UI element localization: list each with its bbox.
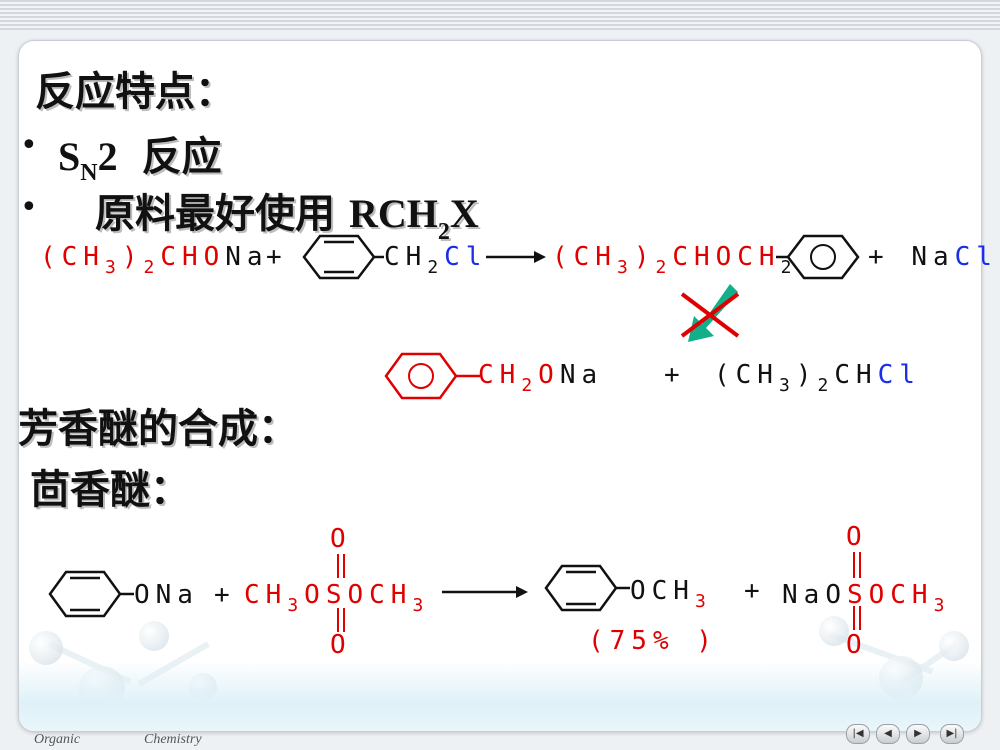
raw-material-text: 原料最好使用 xyxy=(95,191,349,237)
bullet-sn2: SN2 反应 xyxy=(58,124,222,187)
reaction3-oxo-bottom: O xyxy=(330,630,352,660)
r1-b: ) xyxy=(121,242,144,272)
benzene-ring-red-icon xyxy=(384,352,480,400)
top-stripe-bar xyxy=(0,0,1000,30)
bg-molecule-sphere xyxy=(29,631,63,665)
bz-cl: Cl xyxy=(444,242,488,272)
p1-sub2: 2 xyxy=(655,257,673,278)
p1-plus: + xyxy=(868,242,890,272)
reaction3-anisole: OCH3 xyxy=(630,576,712,617)
p1-sub3: 2 xyxy=(780,257,798,278)
nav-first-button[interactable]: |◀ xyxy=(846,724,870,744)
p1-b: ) xyxy=(633,242,656,272)
bg-molecule-sphere xyxy=(139,621,169,651)
r2-h-a: (CH xyxy=(714,360,779,390)
reaction-arrow-icon xyxy=(486,251,546,263)
benzene-ring-icon xyxy=(302,234,384,280)
r3-p-sub: 3 xyxy=(694,591,712,612)
p1-na: Na xyxy=(911,242,955,272)
reaction3-dimethyl-sulfate: CH3OSOCH3 xyxy=(244,580,429,621)
benzene-ring-icon xyxy=(776,234,860,280)
r3-b-na: Na xyxy=(782,580,826,610)
sn2-s: S xyxy=(58,134,81,179)
p1-c: CHOCH xyxy=(672,242,781,272)
reaction1-benzyl-chloride: CH2Cl xyxy=(384,242,487,283)
r3-s: S xyxy=(325,580,348,610)
r3-sub2: 3 xyxy=(412,595,430,616)
r3-b-c: OCH xyxy=(868,580,934,610)
formula-rch2x-a: RCH xyxy=(348,191,438,236)
reaction3-plus1: + xyxy=(214,580,236,610)
crossed-arrow-icon xyxy=(680,284,740,342)
heading-aromatic-ether-synthesis: 芳香醚的合成： xyxy=(18,406,298,452)
r1-c: CHO xyxy=(160,242,226,272)
r3-b-s: S xyxy=(846,580,869,610)
formula-rch2x-sub: 2 xyxy=(437,219,450,245)
double-bond-icon xyxy=(853,552,861,630)
heading-anisole: 茴香醚： xyxy=(30,467,190,513)
r2-a: CH xyxy=(478,360,522,390)
bz-sub: 2 xyxy=(427,257,445,278)
reaction3-oxo-top: O xyxy=(330,524,352,554)
r2-h-sub2: 2 xyxy=(817,375,835,396)
r3-b: O xyxy=(304,580,326,610)
p1-sub: 3 xyxy=(616,257,634,278)
reaction-arrow-icon xyxy=(442,586,528,598)
reaction1-reactant1: (CH3)2CHONa xyxy=(40,242,269,283)
r2-b: O xyxy=(538,360,560,390)
reaction1-product: (CH3)2CHOCH2 xyxy=(552,242,797,283)
reaction3-yield: (75% ) xyxy=(588,626,718,656)
nav-last-button[interactable]: ▶| xyxy=(940,724,964,744)
footer-right-label: Chemistry xyxy=(144,732,202,747)
bg-molecule-sphere xyxy=(939,631,969,661)
r2-h-c: CH xyxy=(834,360,878,390)
r1-sub2: 2 xyxy=(143,257,161,278)
r3-a: CH xyxy=(244,580,288,610)
bz-a: CH xyxy=(384,242,428,272)
r2-h-cl: Cl xyxy=(877,360,921,390)
r1-a: (CH xyxy=(40,242,105,272)
reaction3-byproduct-oxo-bottom: O xyxy=(846,630,868,660)
footer-left-label: Organic xyxy=(34,732,81,747)
sn2-num: 2 xyxy=(97,134,118,179)
r1-na: Na xyxy=(225,242,269,272)
sn2-sub: N xyxy=(80,160,98,186)
bullet-raw-material: 原料最好使用 RCH2X xyxy=(95,192,479,254)
formula-rch2x-b: X xyxy=(449,191,479,236)
r2-h-sub: 3 xyxy=(778,375,796,396)
r1-sub: 3 xyxy=(104,257,122,278)
benzene-ring-icon xyxy=(48,570,134,618)
reaction2-benzyl-alkoxide: CH2ONa xyxy=(478,360,603,401)
reaction3-plus2: + xyxy=(744,576,766,606)
double-bond-icon xyxy=(337,554,345,632)
p1-a: (CH xyxy=(552,242,617,272)
r2-h-b: ) xyxy=(795,360,818,390)
reaction3-byproduct-oxo-top: O xyxy=(846,522,868,552)
reaction3-phenoxide: ONa xyxy=(134,580,199,610)
r2-sub: 2 xyxy=(521,375,539,396)
r3-p-a: OCH xyxy=(630,576,695,606)
heading-reaction-features: 反应特点： xyxy=(35,69,235,115)
r2-na: Na xyxy=(559,360,604,390)
reaction3-sodium-methyl-sulfate: NaOSOCH3 xyxy=(782,580,950,621)
r3-sub: 3 xyxy=(287,595,305,616)
bullet-dot: • xyxy=(20,190,38,225)
nav-prev-button[interactable]: ◀ xyxy=(876,724,900,744)
nav-next-button[interactable]: ▶ xyxy=(906,724,930,744)
reaction2-plus: + xyxy=(664,360,686,390)
sn2-text: 反应 xyxy=(141,134,222,180)
r3-b-o: O xyxy=(825,580,847,610)
p1-cl: Cl xyxy=(954,242,998,272)
r3-b-sub: 3 xyxy=(933,595,951,616)
reaction2-isopropyl-chloride: (CH3)2CHCl xyxy=(714,360,921,401)
slide-panel xyxy=(18,40,982,732)
reaction1-byproduct: + NaCl xyxy=(868,242,998,272)
reaction1-plus: + xyxy=(266,242,288,272)
benzene-ring-icon xyxy=(544,564,630,612)
r3-c: OCH xyxy=(347,580,413,610)
bg-molecule-sphere xyxy=(819,616,849,646)
bg-wave xyxy=(19,661,981,731)
bullet-dot: • xyxy=(20,128,38,163)
